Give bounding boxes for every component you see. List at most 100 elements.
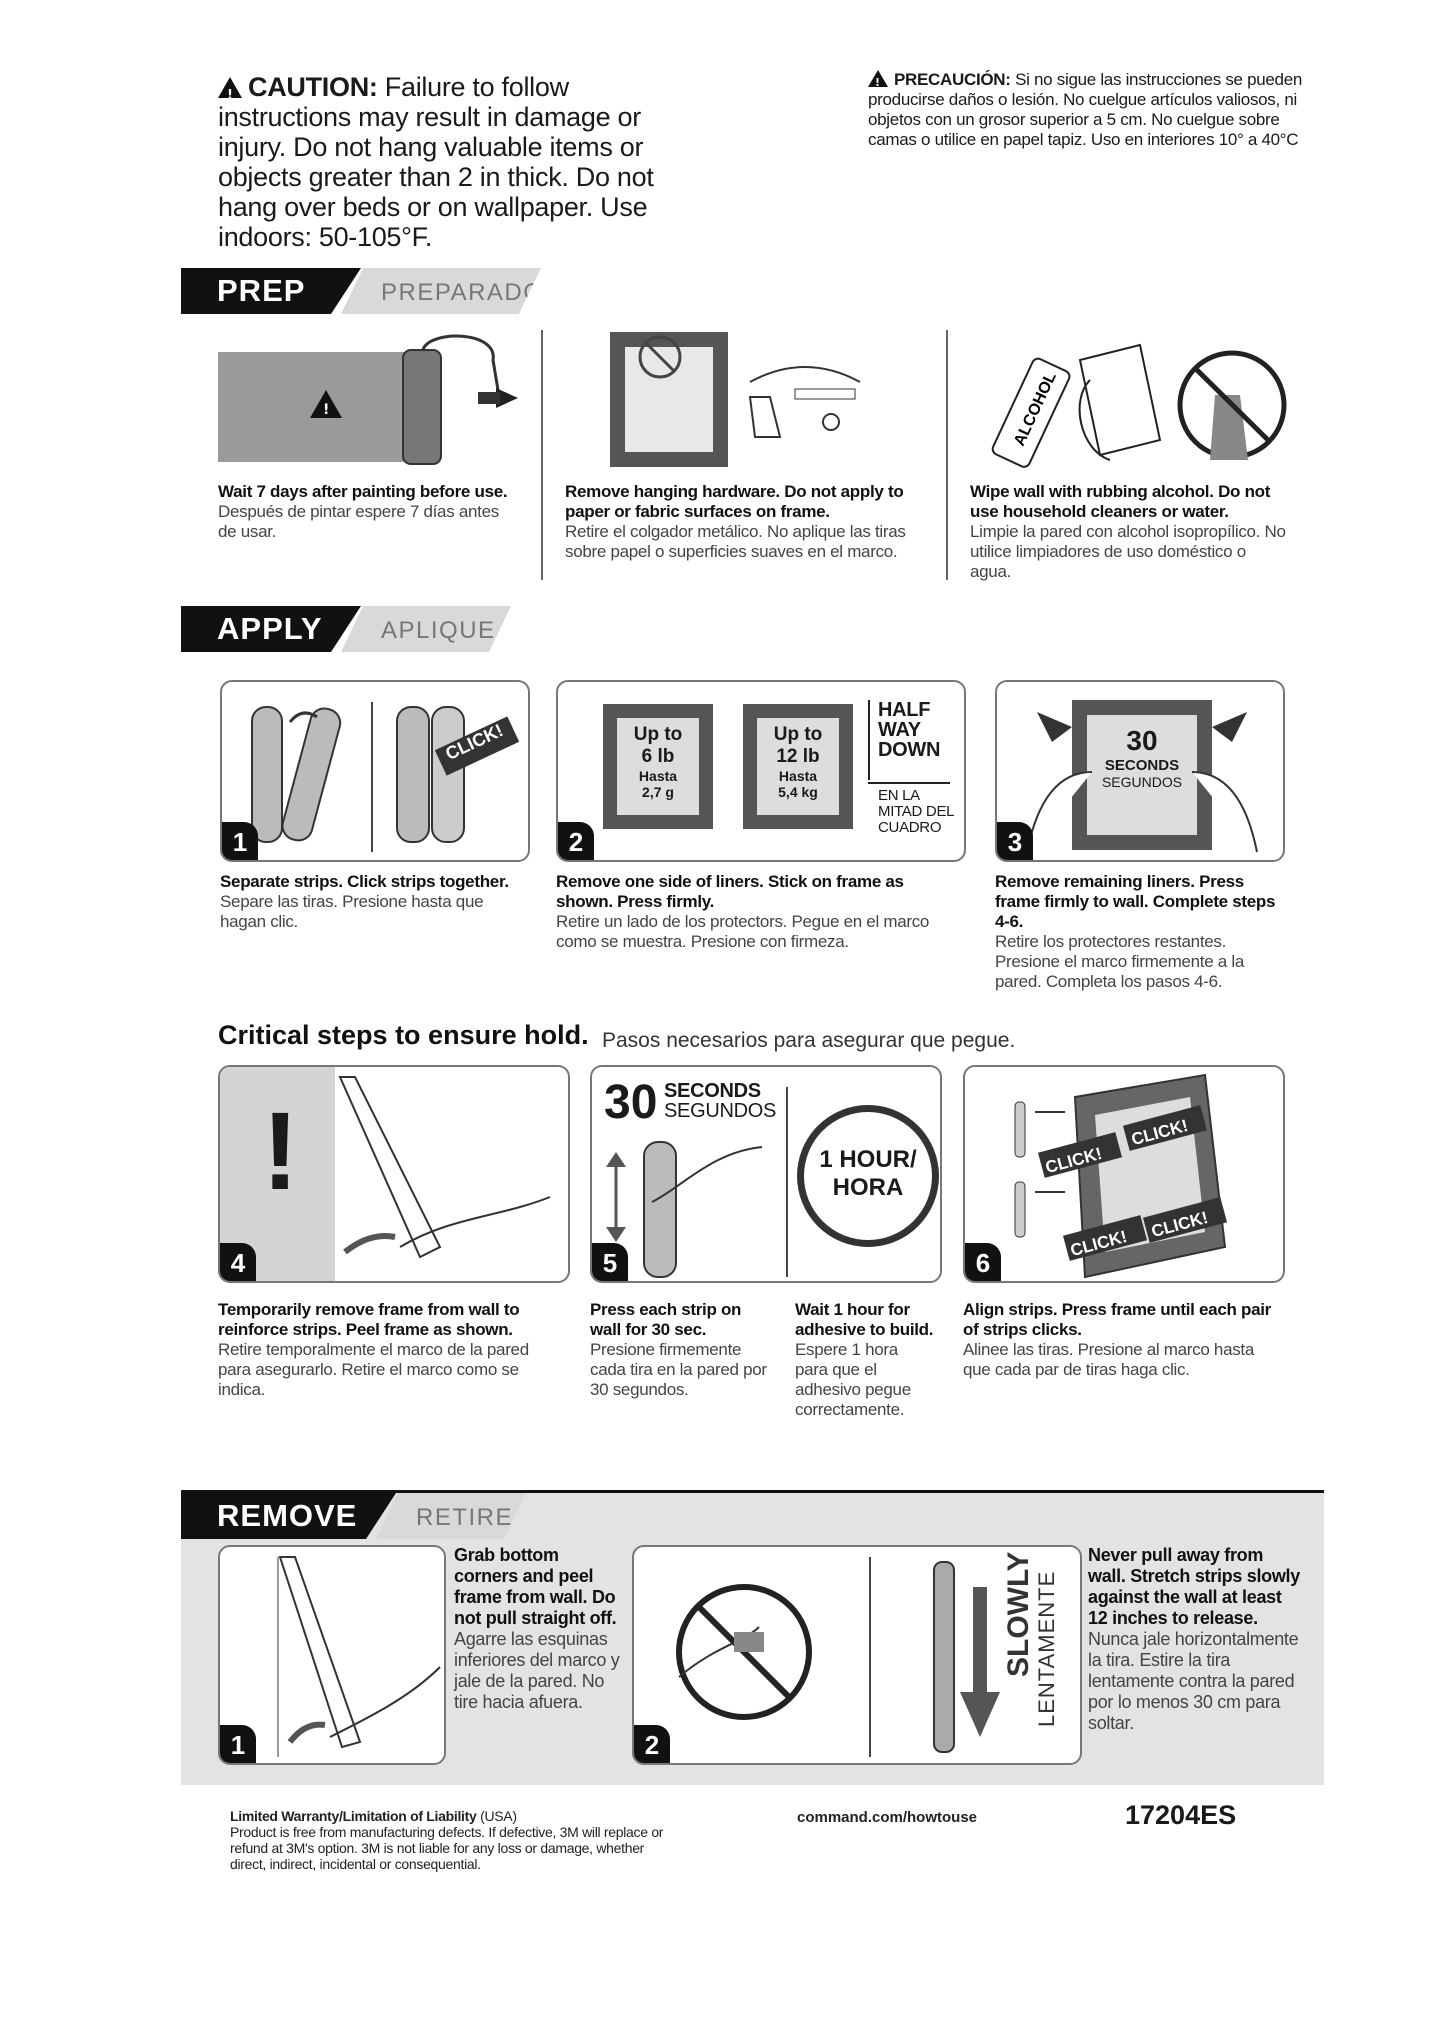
remove-top-rule [181,1490,1324,1493]
clock-label: 1 HOUR/ HORA [804,1146,932,1202]
prep-step-2-caption: Remove hanging hardware. Do not apply to… [565,482,935,562]
caption-title: Wait 7 days after painting before use. [218,482,508,501]
label-line: Up to [633,724,683,745]
stretch-strip-illustration [676,1557,1000,1757]
remove-step-1-panel: 1 [218,1545,446,1765]
step-number: 6 [965,1243,1001,1281]
caption-es: Retire un lado de los protectors. Pegue … [556,912,930,951]
critical-steps-title: Critical steps to ensure hold. [218,1020,589,1050]
caption-title: Align strips. Press frame until each pai… [963,1300,1271,1339]
apply-step-1-panel: CLICK! 1 [220,680,530,862]
caption-es: Nunca jale horizontalmente la tira. Esti… [1088,1629,1299,1733]
caution-text: Failure to follow instructions may resul… [218,72,654,252]
arrow-down-icon [868,700,870,780]
apply-step-1-caption: Separate strips. Click strips together. … [220,872,520,932]
divider [946,330,948,580]
press-strip-illustration [606,1087,788,1278]
divider [541,330,543,580]
apply-title: APPLY [181,606,331,652]
critical-step-6-caption: Align strips. Press frame until each pai… [963,1300,1285,1380]
critical-step-4-caption: Temporarily remove frame from wall to re… [218,1300,558,1400]
caption-title: Remove one side of liners. Stick on fram… [556,872,904,911]
warranty: Limited Warranty/Limitation of Liability… [230,1808,680,1872]
warning-icon [218,77,242,111]
slowly-label-es: LENTAMENTE [1034,1570,1059,1727]
caption-es: Espere 1 hora para que el adhesivo pegue… [795,1340,911,1419]
warranty-text: Product is free from manufacturing defec… [230,1824,664,1872]
step-number: 5 [592,1243,628,1281]
warranty-title: Limited Warranty/Limitation of Liability [230,1808,477,1824]
frame-illustration: 30 SECONDS SEGUNDOS [1072,700,1212,850]
wait-caption: Wait 1 hour for adhesive to build. Esper… [795,1300,935,1420]
apply-step-3-panel: 30 SECONDS SEGUNDOS 3 [995,680,1285,862]
label-line: Up to [773,724,823,745]
apply-header: APPLY APLIQUE [181,606,511,652]
caption-title: Remove hanging hardware. Do not apply to… [565,482,904,521]
remove-hardware-illustration [610,332,861,467]
caption-title: Separate strips. Click strips together. [220,872,509,891]
warning-icon [868,70,888,93]
strips-click-illustration [251,702,520,852]
prep-title: PREP [181,268,331,314]
critical-steps-title-es: Pasos necesarios para asegurar que pegue… [602,1029,1016,1052]
apply-step-3-caption: Remove remaining liners. Press frame fir… [995,872,1285,992]
caption-es: Agarre las esquinas inferiores del marco… [454,1629,620,1712]
label-line: 6 lb [641,746,675,767]
step-number: 2 [558,822,594,860]
remove-header: REMOVE RETIRE [181,1493,531,1539]
halfway-label: HALF WAY DOWN [878,700,940,760]
critical-step-5-caption: Press each strip on wall for 30 sec. Pre… [590,1300,775,1400]
label-line: MITAD DEL [878,803,955,820]
caption-title: Never pull away from wall. Stretch strip… [1088,1545,1300,1628]
slowly-label: SLOWLY [1002,1551,1035,1677]
caption-es: Limpie la pared con alcohol isopropílico… [970,522,1286,581]
caption-es: Retire los protectores restantes. Presio… [995,932,1244,991]
apply-step-2-caption: Remove one side of liners. Stick on fram… [556,872,956,952]
step-number: 1 [220,1725,256,1763]
frame-inner: 30 SECONDS SEGUNDOS [1087,715,1197,835]
grab-corners-illustration [277,1556,441,1757]
warranty-region: (USA) [480,1808,517,1824]
step-number: 2 [634,1725,670,1763]
seconds-number: 30 [1126,725,1158,756]
help-url-link[interactable]: command.com/howtouse [797,1809,978,1826]
caption-title: Wait 1 hour for adhesive to build. [795,1300,934,1339]
remove-step-2-caption: Never pull away from wall. Stretch strip… [1088,1545,1303,1734]
seconds-number: 30 [604,1076,658,1129]
caption-es: Después de pintar espere 7 días antes de… [218,502,499,541]
apply-step-2-panel: Up to 6 lb Hasta 2,7 g Up to 12 lb Hasta… [556,680,966,862]
label-line: 5,4 kg [778,784,818,800]
frame-12lb: Up to 12 lb Hasta 5,4 kg [743,704,853,829]
precaucion-text: Si no sigue las instrucciones se pueden … [868,70,1303,149]
wipe-alcohol-illustration: ALCOHOL [991,343,1287,468]
halfway-label-es: EN LA MITAD DEL CUADRO [878,788,955,836]
label-line: HALF [878,699,931,721]
caption-title: Press each strip on wall for 30 sec. [590,1300,742,1339]
label-line: Hasta [638,768,678,784]
label-line: 12 lb [776,746,820,767]
caption-es: Presione firmemente cada tira en la pare… [590,1340,767,1399]
caption-title: Temporarily remove frame from wall to re… [218,1300,520,1339]
step-number: 4 [220,1243,256,1281]
seconds-label: SECONDS [664,1080,761,1102]
warning-icon: ! [323,402,329,418]
prep-title-es: PREPARADO [341,268,541,314]
frame-6lb: Up to 6 lb Hasta 2,7 g [603,704,713,829]
critical-step-6-panel: CLICK! CLICK! CLICK! CLICK! 6 [963,1065,1285,1283]
pressing-hands-illustration [1026,712,1258,853]
peel-frame-illustration [338,1076,551,1259]
prep-header: PREP PREPARADO [181,268,541,314]
step-number: 1 [222,822,258,860]
critical-step-4-panel: ! 4 [218,1065,570,1283]
step-number: 3 [997,822,1033,860]
caption-title: Grab bottom corners and peel frame from … [454,1545,617,1628]
apply-title-es: APLIQUE [341,606,511,652]
exclamation-icon: ! [262,1090,299,1213]
caution-english: CAUTION: Failure to follow instructions … [218,72,688,252]
align-strips-illustration [1014,1073,1228,1279]
caution-label: CAUTION: [248,72,378,102]
precaucion-label: PRECAUCIÓN: [894,70,1011,89]
remove-step-1-caption: Grab bottom corners and peel frame from … [454,1545,624,1713]
label-line: WAY [878,719,921,741]
product-code: 17204ES [1125,1800,1237,1830]
